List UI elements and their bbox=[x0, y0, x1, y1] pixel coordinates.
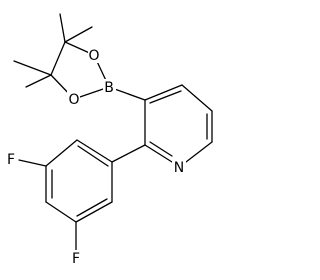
bond-methyl-3 bbox=[13, 60, 52, 76]
bond-c2-aryl bbox=[111, 144, 146, 163]
bond-ar1-ar2 bbox=[76, 139, 113, 163]
bond-c-f-left bbox=[18, 159, 47, 167]
atom-label-fluorine-left: F bbox=[7, 152, 15, 168]
bond-ar5-ar6-double bbox=[76, 198, 108, 217]
bond-ar2-ar3 bbox=[45, 139, 78, 167]
bond-methyl-1 bbox=[59, 13, 66, 43]
atom-label-boron: B bbox=[104, 80, 114, 96]
bond-c6-n bbox=[185, 141, 213, 163]
bond-c-c-pinacol bbox=[50, 41, 66, 76]
bond-ar5-ar6 bbox=[75, 201, 113, 223]
bond-methyl-2 bbox=[64, 26, 93, 43]
atom-label-oxygen-upper: O bbox=[88, 48, 99, 64]
atom-labels: B O O N F F bbox=[5, 47, 186, 267]
bond-methyl-4 bbox=[25, 74, 52, 88]
molecule-structure: B O O N F F bbox=[5, 13, 213, 267]
atom-label-oxygen-lower: O bbox=[68, 92, 79, 108]
bond-c4-c5 bbox=[181, 84, 213, 112]
bond-n-c2-double bbox=[149, 141, 173, 157]
atom-label-nitrogen: N bbox=[174, 160, 184, 176]
bond-ar4-ar5 bbox=[45, 201, 77, 223]
bond-c3-c4-double bbox=[149, 90, 182, 104]
bond-c3-c4 bbox=[144, 84, 183, 101]
bonds bbox=[13, 13, 213, 251]
bond-ar1-ar2-double bbox=[77, 145, 109, 167]
bond-n-c2 bbox=[144, 144, 173, 163]
atom-label-fluorine-bottom: F bbox=[72, 251, 80, 267]
